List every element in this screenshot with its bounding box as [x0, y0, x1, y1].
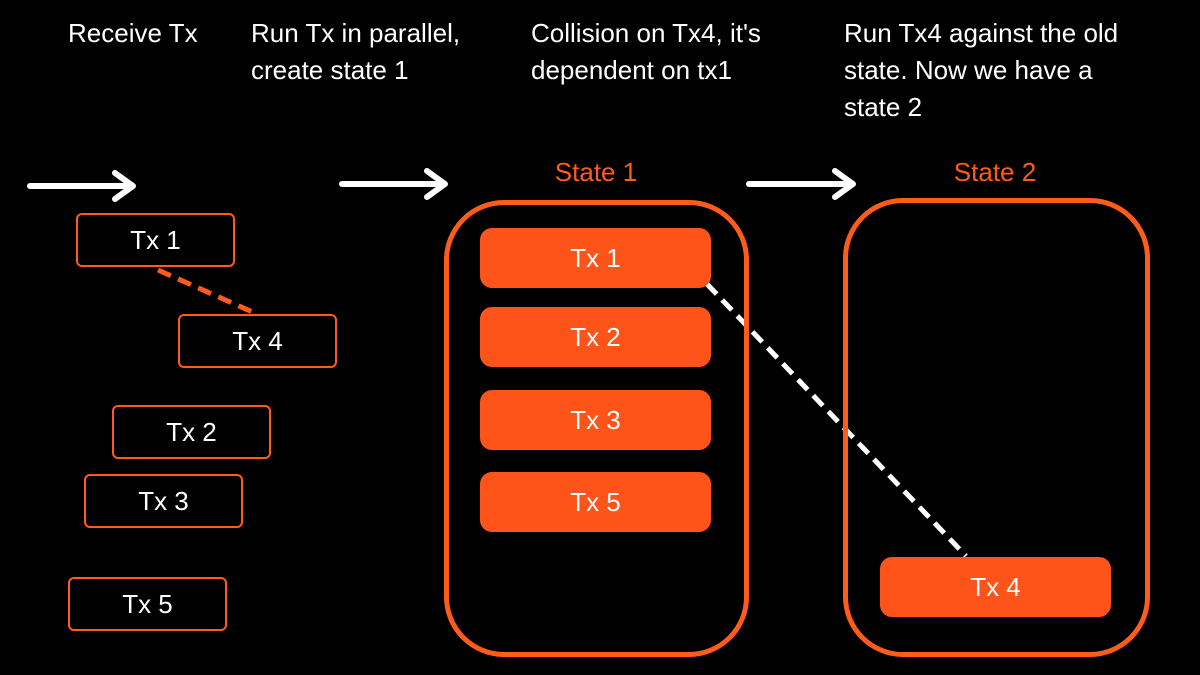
- step-collision-text: Collision on Tx4, it's dependent on tx1: [531, 18, 761, 85]
- arrow-right-icon: [27, 170, 136, 202]
- arrow-right-icon: [746, 168, 856, 200]
- state1-label: State 1: [554, 157, 638, 187]
- state1-tx-1: Tx 1: [480, 228, 711, 288]
- step-rerun-text: Run Tx4 against the old state. Now we ha…: [844, 18, 1119, 122]
- state2-label: State 2: [953, 157, 1037, 187]
- incoming-tx-2: Tx 2: [112, 405, 271, 459]
- dependency-line-tx1-to-tx4: [705, 282, 968, 558]
- state1-container: [444, 200, 749, 657]
- state1-tx-5: Tx 5: [480, 472, 711, 532]
- state2-tx-4: Tx 4: [880, 557, 1111, 617]
- incoming-tx-3: Tx 3: [84, 474, 243, 528]
- state2-container: [843, 198, 1150, 657]
- state1-tx-3: Tx 3: [480, 390, 711, 450]
- state1-tx-2: Tx 2: [480, 307, 711, 367]
- step-receive-text: Receive Tx: [68, 18, 198, 48]
- incoming-tx-4: Tx 4: [178, 314, 337, 368]
- step-parallel-text: Run Tx in parallel, create state 1: [251, 18, 461, 85]
- incoming-tx-1: Tx 1: [76, 213, 235, 267]
- arrow-right-icon: [339, 168, 448, 200]
- dependency-line-incoming: [156, 267, 259, 317]
- incoming-tx-5: Tx 5: [68, 577, 227, 631]
